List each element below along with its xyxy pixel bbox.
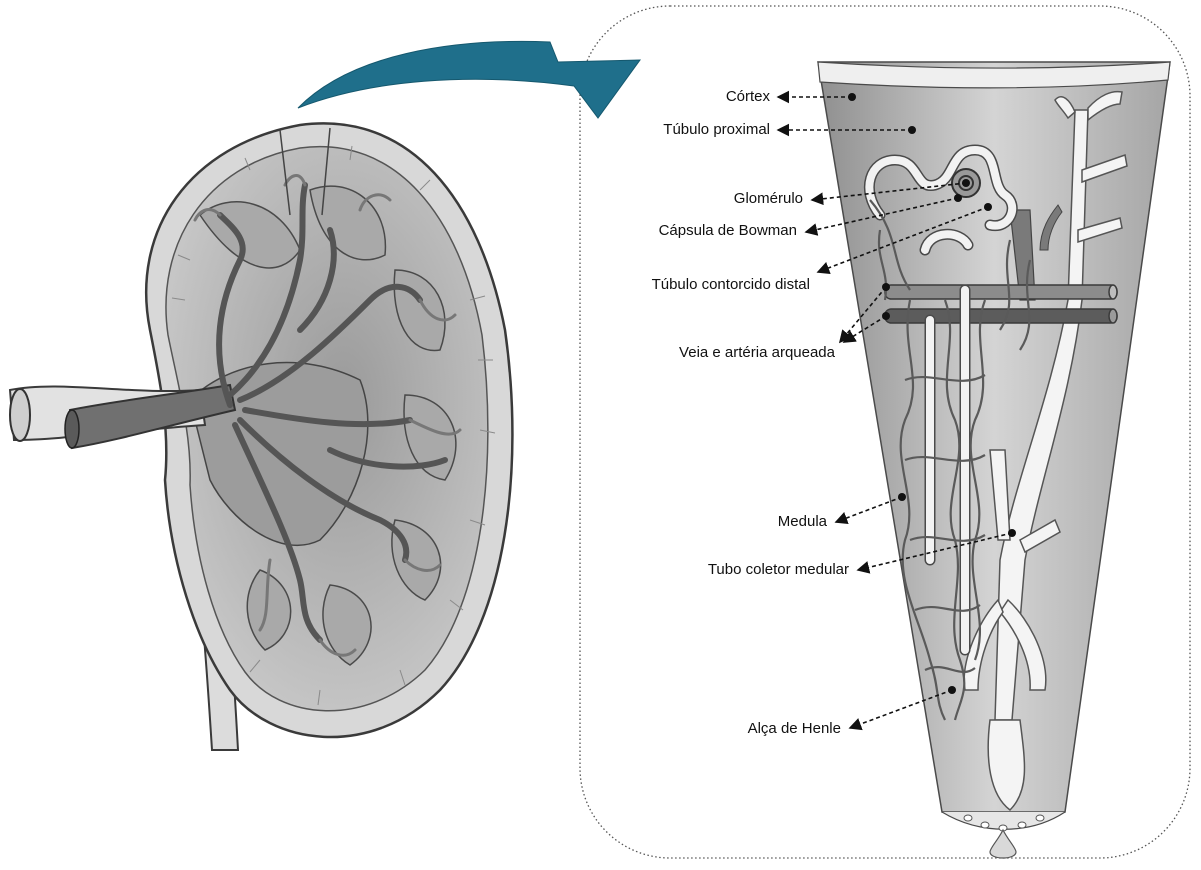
label-proximal-tubule: Túbulo proximal: [570, 121, 770, 139]
label-cortex: Córtex: [640, 88, 770, 106]
nephron-wedge: [818, 62, 1170, 858]
kidney-cross-section: [10, 123, 512, 750]
label-distal-tubule: Túbulo contorcido distal: [580, 276, 810, 294]
label-bowman-capsule: Cápsula de Bowman: [580, 222, 797, 240]
label-glomerulus: Glomérulo: [600, 190, 803, 208]
label-arcuate-vessels: Veia e artéria arqueada: [590, 344, 835, 362]
label-medullary-collecting-duct: Tubo coletor medular: [620, 561, 849, 579]
label-medulla: Medula: [660, 513, 827, 531]
zoom-arrow: [298, 41, 640, 118]
label-loop-of-henle: Alça de Henle: [660, 720, 841, 738]
